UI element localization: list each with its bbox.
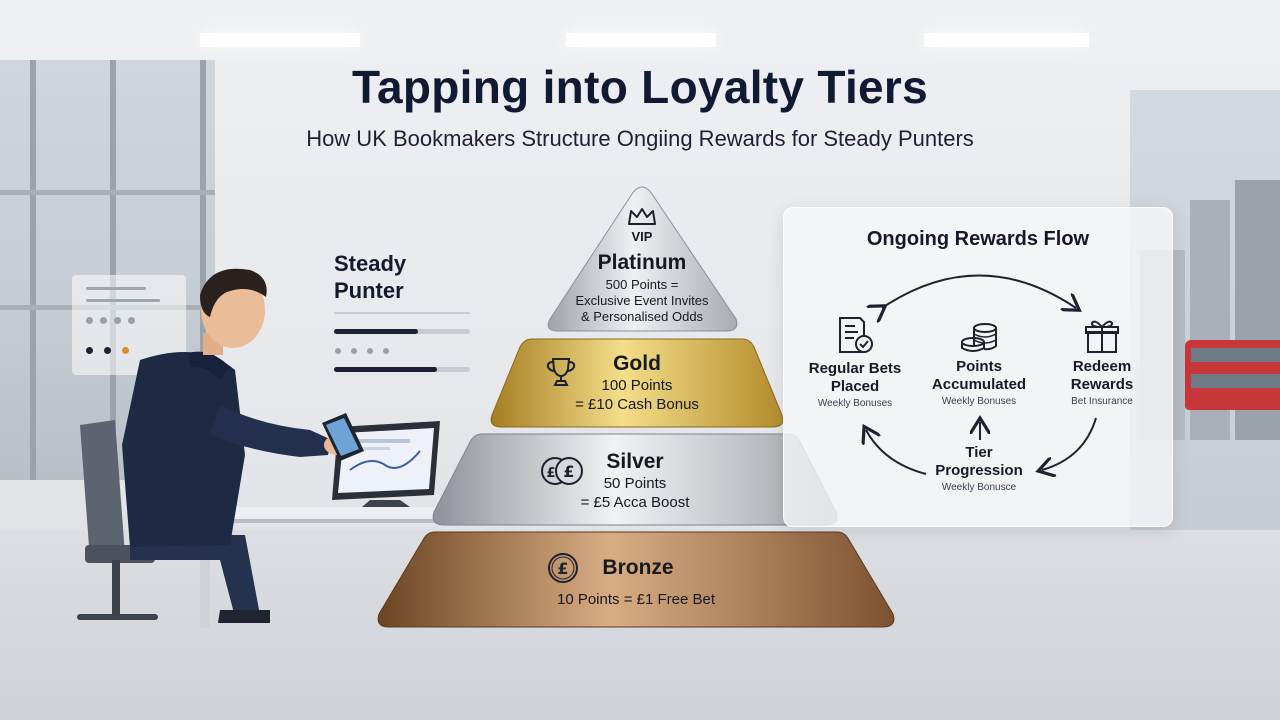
tier-platinum-line1: 500 Points =	[605, 277, 679, 292]
regular-bets-label-2: Placed	[830, 378, 880, 395]
pound-coin-icon: £	[548, 553, 578, 583]
page-subtitle: How UK Bookmakers Structure Ongiing Rewa…	[306, 126, 974, 151]
svg-text:£: £	[557, 559, 568, 578]
tier-silver-line1: 50 Points	[603, 475, 667, 492]
flow-node-points: Points Accumulated Weekly Bonuses	[922, 318, 1036, 407]
progression-label-1: Tier	[965, 444, 993, 461]
punter-illustration	[77, 268, 468, 628]
rewards-flow-panel: Ongoing Rewards Flow Regular Bets Placed…	[783, 207, 1173, 527]
punter-progress-bar-2	[334, 367, 470, 372]
bet-slip-icon	[839, 317, 873, 353]
tier-platinum-line2: Exclusive Event Invites	[575, 293, 709, 308]
tier-gold: Gold 100 Points = £10 Cash Bonus	[488, 337, 786, 429]
red-bus	[1185, 340, 1280, 410]
flow-arrows	[784, 274, 1097, 528]
svg-text:£: £	[563, 462, 574, 481]
punter-progress-fill	[334, 329, 419, 334]
tier-platinum-name: Platinum	[597, 251, 687, 274]
rewards-flow-title: Ongoing Rewards Flow	[866, 228, 1090, 250]
tier-gold-line2: = £10 Cash Bonus	[575, 396, 699, 413]
tier-bronze-line1: 10 Points = £1 Free Bet	[556, 591, 715, 608]
ceiling-light	[566, 33, 716, 47]
coin-stack-icon	[961, 323, 997, 352]
trophy-icon	[546, 358, 576, 386]
points-sub: Weekly Bonuses	[941, 396, 1017, 407]
tier-bronze-name: Bronze	[602, 556, 674, 579]
tier-silver: £ £ Silver 50 Points = £5 Acca Boost	[430, 432, 840, 527]
tier-silver-line2: = £5 Acca Boost	[580, 494, 690, 511]
punter-progress-fill-2	[334, 367, 438, 372]
flow-node-tier-progression: Tier Progression Weekly Bonusce	[922, 444, 1036, 493]
pound-coins-icon: £ £	[541, 457, 583, 485]
progression-label-2: Progression	[935, 462, 1023, 479]
tier-gold-line1: 100 Points	[601, 377, 673, 394]
points-label-1: Points	[956, 358, 1002, 375]
crown-icon	[628, 208, 656, 225]
gift-icon	[1085, 320, 1119, 353]
redeem-sub: Bet Insurance	[1071, 396, 1133, 407]
tier-bronze: £ Bronze 10 Points = £1 Free Bet	[375, 530, 897, 630]
tier-platinum: VIP Platinum 500 Points = Exclusive Even…	[544, 183, 740, 333]
regular-bets-sub: Weekly Bonuses	[817, 398, 893, 409]
punter-divider-line	[334, 312, 470, 314]
gold-shape	[490, 338, 784, 428]
redeem-label-2: Rewards	[1070, 376, 1134, 393]
regular-bets-label-1: Regular Bets	[808, 360, 902, 377]
tier-platinum-line3: & Personalised Odds	[580, 309, 704, 324]
vip-badge: VIP	[631, 229, 653, 244]
page-title: Tapping into Loyalty Tiers	[351, 61, 929, 113]
progression-sub: Weekly Bonusce	[941, 482, 1017, 493]
tier-silver-name: Silver	[606, 450, 664, 473]
bronze-shape	[377, 531, 895, 628]
ceiling-light	[924, 33, 1089, 47]
steady-punter-label: Steady Punter	[334, 251, 407, 303]
tier-gold-name: Gold	[613, 352, 661, 375]
redeem-label-1: Redeem	[1072, 358, 1132, 375]
flow-node-regular-bets: Regular Bets Placed Weekly Bonuses	[798, 316, 912, 409]
svg-text:£: £	[546, 466, 555, 481]
flow-node-redeem: Redeem Rewards Bet Insurance	[1054, 318, 1150, 407]
ceiling-light	[200, 33, 360, 47]
punter-progress-bar	[334, 329, 470, 334]
platinum-shape	[547, 186, 738, 332]
points-label-2: Accumulated	[931, 376, 1027, 393]
